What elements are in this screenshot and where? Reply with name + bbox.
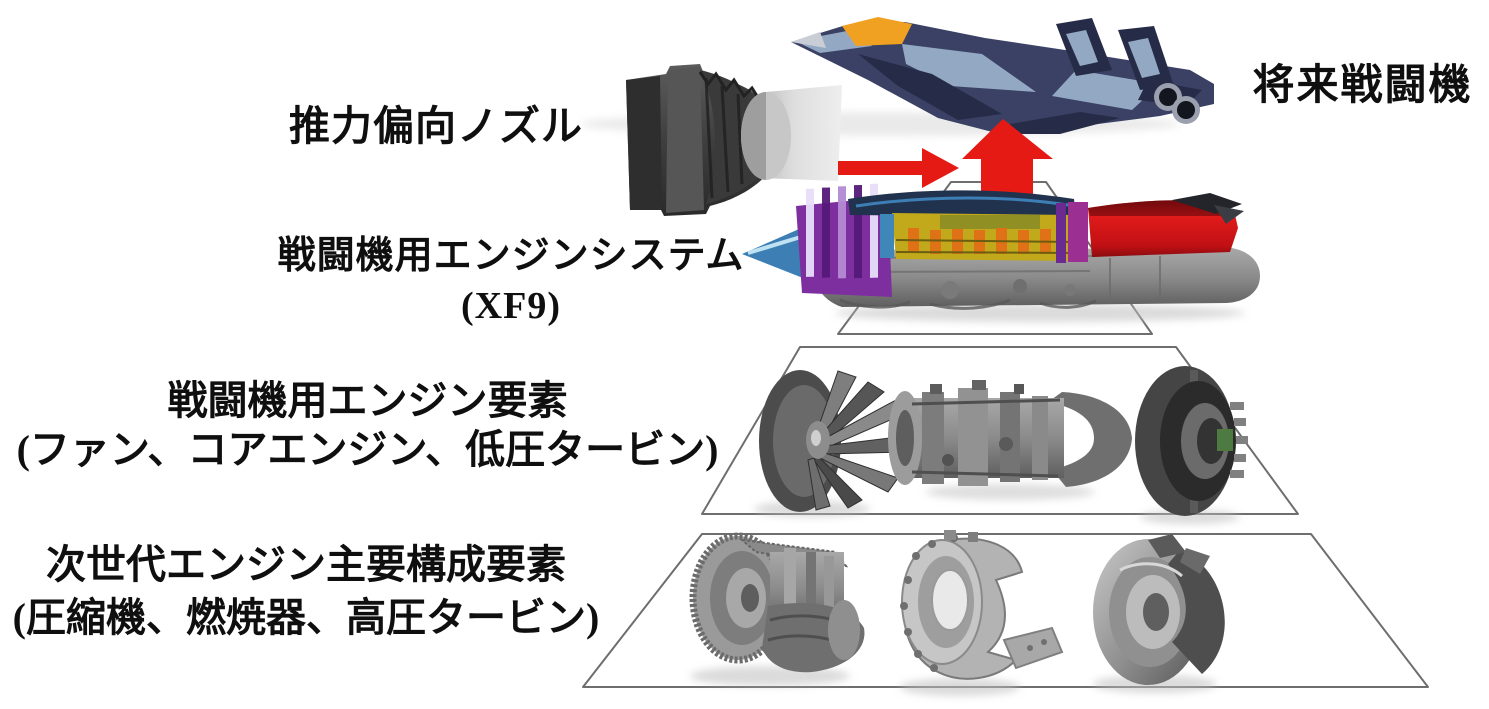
engine-system-label-line2: (XF9) [461,285,561,327]
combustor-image [900,530,1064,696]
xf9-engine-image [742,183,1260,322]
low-pressure-turbine-image [1135,366,1248,524]
canopy [842,17,912,46]
thrust-nozzle-label: 推力偏向ノズル [289,103,583,149]
fan-image [754,370,907,517]
red-arrow-right-icon [838,148,959,188]
engine-system-label-line1: 戦闘機用エンジンシステム [277,235,745,277]
red-arrow-up-icon [962,119,1053,205]
next-gen-components-label-line1: 次世代エンジン主要構成要素 [46,542,566,587]
high-pressure-turbine-image [1093,534,1225,693]
future-fighter-image [791,17,1214,136]
engine-elements-label: 戦闘機用エンジン要素 (ファン、コアエンジン、低圧タービン) [10,376,725,474]
engine-elements-label-line2: (ファン、コアエンジン、低圧タービン) [16,427,719,472]
next-gen-components-label: 次世代エンジン主要構成要素 (圧縮機、燃焼器、高圧タービン) [0,538,612,644]
thrust-vectoring-nozzle-image [626,64,842,216]
compressor-image [689,532,865,686]
engine-system-label: 戦闘機用エンジンシステム (XF9) [266,231,756,331]
engine-elements-label-line1: 戦闘機用エンジン要素 [167,378,568,423]
next-gen-components-label-line2: (圧縮機、燃焼器、高圧タービン) [12,595,600,640]
future-fighter-label: 将来戦闘機 [1252,63,1473,109]
core-engine-image [888,380,1132,500]
